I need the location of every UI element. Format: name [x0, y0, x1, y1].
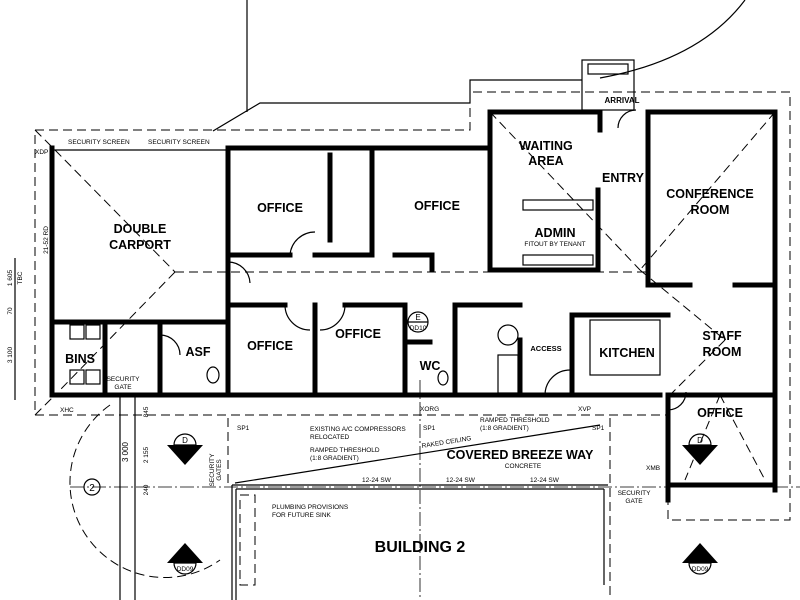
label-bins: BINS: [65, 352, 95, 366]
ac-note-1: EXISTING A/C COMPRESSORS: [310, 426, 406, 433]
security-gate-right-1: SECURITY: [618, 490, 652, 497]
dimensions: 1 605 TBC 70 3 100 845 3 000 2 155 240: [7, 258, 150, 495]
dim-240: 240: [143, 484, 150, 495]
security-screen-1: SECURITY SCREEN: [68, 139, 130, 146]
svg-text:DD10: DD10: [177, 448, 194, 455]
label-covered-breeze-way: COVERED BREEZE WAY: [447, 448, 594, 462]
sw-3: 12-24 SW: [530, 477, 560, 484]
svg-text:D: D: [182, 436, 188, 445]
label-wc: WC: [420, 359, 441, 373]
grid-bubble: [83, 478, 101, 496]
site-lines: [212, 0, 746, 132]
section-marker-d-right: D DD10: [682, 433, 718, 465]
svg-text:DD10: DD10: [410, 325, 427, 332]
grid-label-2: 2: [89, 483, 95, 494]
svg-text:DD09: DD09: [177, 566, 194, 573]
section-marker-c-left: C DD09: [167, 543, 203, 575]
dim-70: 70: [7, 307, 14, 315]
xvp-label: XVP: [578, 406, 591, 413]
sp1-a: SP1: [237, 425, 250, 432]
xmb-label: XMB: [646, 465, 660, 472]
label-office-4: OFFICE: [335, 327, 381, 341]
label-office-5: OFFICE: [697, 406, 743, 420]
ramped-threshold-1b: (1:8 GRADIENT): [310, 455, 359, 462]
section-marker-d-left: D DD10: [167, 433, 203, 465]
dim-3000: 3 000: [121, 441, 130, 462]
plumbing-note-2: FOR FUTURE SINK: [272, 512, 332, 519]
label-double-carport-2: CARPORT: [109, 238, 171, 252]
ramped-threshold-2b: (1:8 GRADIENT): [480, 425, 529, 432]
section-marker-c-right: C DD09: [682, 543, 718, 575]
section-marker-e: E DD10: [407, 311, 429, 333]
security-gates-1: SECURITY: [209, 453, 216, 487]
dim-1605: 1 605: [7, 269, 14, 286]
svg-text:D: D: [697, 436, 703, 445]
rd-label: 21-52 RD: [43, 226, 50, 254]
label-waiting-2: AREA: [528, 154, 563, 168]
label-admin: ADMIN: [535, 226, 576, 240]
label-office-1: OFFICE: [257, 201, 303, 215]
security-gates-2: GATES: [216, 459, 223, 481]
label-waiting-1: WAITING: [519, 139, 572, 153]
label-concrete: CONCRETE: [505, 463, 542, 470]
svg-text:DD09: DD09: [692, 566, 709, 573]
ramped-threshold-2a: RAMPED THRESHOLD: [480, 417, 550, 424]
security-gate-right-2: GATE: [625, 498, 643, 505]
breezeway: [69, 380, 800, 600]
dim-tbc: TBC: [17, 271, 24, 284]
label-conference-2: ROOM: [691, 203, 730, 217]
annotations: SECURITY SCREEN SECURITY SCREEN SECURITY…: [35, 139, 660, 519]
sp1-b: SP1: [423, 425, 436, 432]
dim-3100: 3 100: [7, 346, 14, 363]
svg-text:C: C: [182, 554, 188, 563]
xhc-label: XHC: [60, 407, 74, 414]
label-staff-1: STAFF: [702, 329, 742, 343]
sw-2: 12-24 SW: [446, 477, 476, 484]
label-admin-note: FITOUT BY TENANT: [524, 241, 585, 248]
security-gate-left-2: GATE: [114, 384, 132, 391]
svg-text:C: C: [697, 554, 703, 563]
svg-text:E: E: [415, 313, 420, 322]
label-entry: ENTRY: [602, 171, 645, 185]
sp1-c: SP1: [592, 425, 605, 432]
label-building-2: BUILDING 2: [375, 539, 466, 556]
sw-1: 12-24 SW: [362, 477, 392, 484]
dim-845: 845: [143, 406, 150, 417]
security-screen-2: SECURITY SCREEN: [148, 139, 210, 146]
doors: [69, 109, 687, 411]
label-kitchen: KITCHEN: [599, 346, 655, 360]
ramped-threshold-1a: RAMPED THRESHOLD: [310, 447, 380, 454]
walls: [49, 109, 778, 503]
svg-text:DD10: DD10: [692, 448, 709, 455]
xorg-label: XORG: [420, 406, 439, 413]
ac-note-2: RELOCATED: [310, 434, 350, 441]
security-gate-left-1: SECURITY: [107, 376, 141, 383]
plumbing-note-1: PLUMBING PROVISIONS: [272, 504, 349, 511]
label-double-carport-1: DOUBLE: [114, 222, 167, 236]
label-staff-2: ROOM: [703, 345, 742, 359]
dim-2155: 2 155: [143, 446, 150, 463]
label-conference-1: CONFERENCE: [666, 187, 754, 201]
label-asf: ASF: [186, 345, 211, 359]
label-office-2: OFFICE: [414, 199, 460, 213]
label-arrival: ARRIVAL: [605, 96, 640, 105]
xdp-label: XDP: [35, 149, 48, 156]
label-office-3: OFFICE: [247, 339, 293, 353]
label-access: ACCESS: [530, 344, 561, 353]
room-labels: DOUBLE CARPORT OFFICE OFFICE WAITING ARE…: [65, 96, 754, 556]
